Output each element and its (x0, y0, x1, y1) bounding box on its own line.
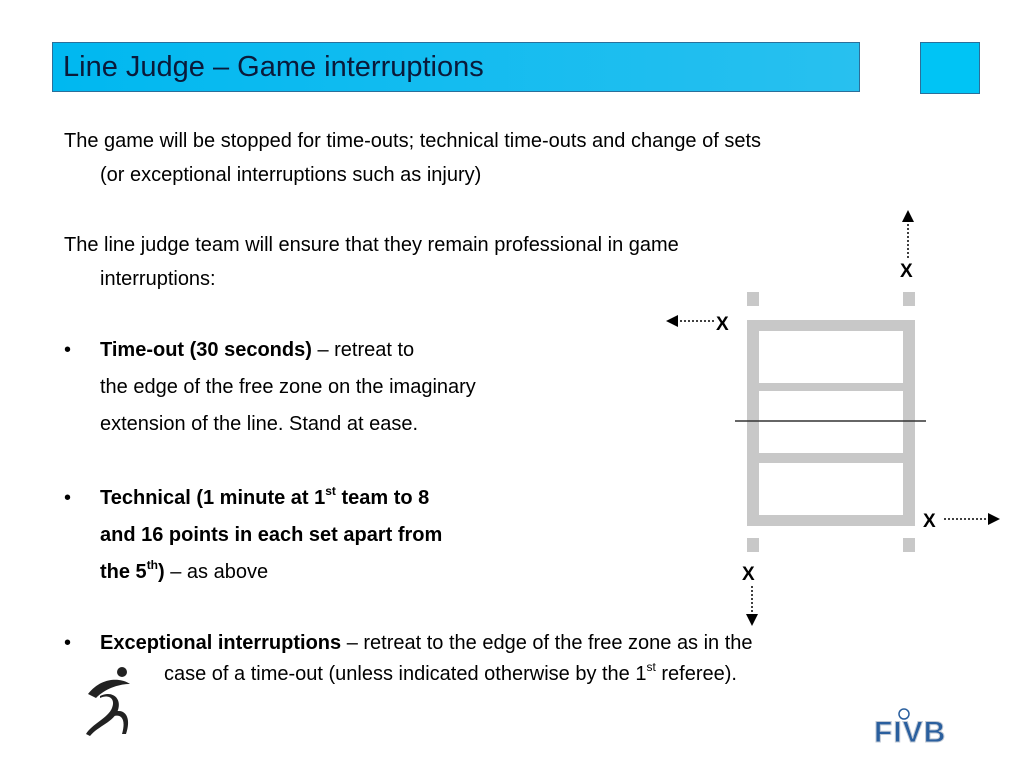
bullet-exceptional-line2a: case of a time-out (unless indicated oth… (164, 663, 647, 685)
line-stub-bottom-right (903, 538, 915, 552)
bullet-exceptional: • Exceptional interruptions – retreat to… (64, 628, 964, 690)
player-head-icon (117, 667, 127, 677)
bullet-timeout-text: – retreat to (311, 339, 415, 361)
bullet-timeout-line3: extension of the line. Stand at ease. (100, 413, 418, 435)
corner-decoration (920, 42, 980, 94)
superscript: th (146, 558, 159, 572)
arrow-left-icon (666, 315, 678, 327)
bullet-exceptional-heading: Exceptional interruptions (100, 632, 342, 654)
attack-line-bottom (747, 453, 915, 463)
player-body-icon (86, 693, 119, 736)
fivb-logo: FIVB (874, 708, 946, 748)
bullet-technical-heading-d: ) (158, 561, 165, 583)
bullet-technical-heading-b: team to 8 (335, 487, 430, 509)
bullet-marker: • (64, 487, 72, 509)
player-leg-icon (114, 710, 129, 734)
bullet-technical: • Technical (1 minute at 1st team to 8 a… (64, 480, 442, 591)
bullet-timeout-heading: Time-out (30 seconds) (100, 339, 312, 361)
bullet-technical-heading-c: the 5 (100, 561, 147, 583)
bullet-technical-heading-a: Technical (1 minute at 1 (100, 487, 326, 509)
title-bar: Line Judge – Game interruptions (52, 42, 860, 92)
bullet-marker: • (64, 339, 72, 361)
line-stub-top-left (747, 292, 759, 306)
bullet-exceptional-line2b: referee). (655, 663, 737, 685)
logo-ball-icon (898, 708, 910, 720)
end-line-top (747, 320, 915, 331)
dotted-arrows (680, 224, 986, 612)
marker-bottom-right: X (923, 511, 936, 532)
paragraph-professional-line2: interruptions: (100, 268, 216, 290)
superscript: st (646, 660, 656, 674)
paragraph-stoppages-line1: The game will be stopped for time-outs; … (64, 130, 762, 152)
bullet-timeout: • Time-out (30 seconds) – retreat to the… (64, 332, 476, 443)
marker-bottom-left: X (742, 564, 755, 585)
volleyball-player-logo (86, 667, 130, 736)
court-lines (747, 292, 915, 552)
bullet-timeout-line2: the edge of the free zone on the imagina… (100, 376, 476, 398)
bullet-technical-text: – as above (164, 561, 269, 583)
bullet-marker: • (64, 632, 72, 654)
arrow-down-icon (746, 614, 758, 626)
attack-line-top (747, 383, 915, 391)
player-arm-icon (88, 679, 130, 698)
marker-top-left: X (716, 314, 729, 335)
line-stub-top-right (903, 292, 915, 306)
marker-top-right: X (900, 261, 913, 282)
side-line-right (903, 320, 915, 526)
court-diagram: X X X X (666, 210, 1000, 626)
arrow-right-icon (988, 513, 1000, 525)
end-line-bottom (747, 515, 915, 526)
superscript: st (325, 484, 336, 498)
paragraph-professional: The line judge team will ensure that the… (64, 228, 884, 296)
fivb-logo-text: FIVB (874, 716, 946, 748)
page-title: Line Judge – Game interruptions (63, 51, 484, 83)
side-line-left (747, 320, 759, 526)
line-stub-bottom-left (747, 538, 759, 552)
bullet-exceptional-text: – retreat to the edge of the free zone a… (341, 632, 753, 654)
bullet-technical-line2: and 16 points in each set apart from (100, 524, 443, 546)
paragraph-stoppages: The game will be stopped for time-outs; … (64, 124, 984, 192)
arrow-up-icon (902, 210, 914, 222)
paragraph-professional-line1: The line judge team will ensure that the… (64, 234, 679, 256)
paragraph-stoppages-line2: (or exceptional interruptions such as in… (100, 164, 482, 186)
